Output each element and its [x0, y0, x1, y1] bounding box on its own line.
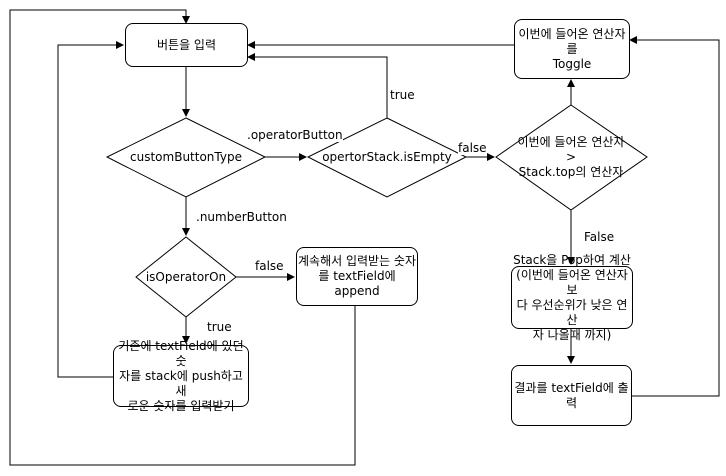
input-button-node: 버튼을 입력: [125, 23, 248, 67]
operator-button-edge-label: .operatorButton: [247, 128, 343, 142]
append-text-node: 계속해서 입력받는 숫자 를 textField에 append: [296, 247, 418, 306]
edge-append-loop: [9, 9, 356, 466]
edge-push-loop: [57, 41, 124, 378]
operator-on-true-label: true: [207, 320, 232, 334]
operator-on-false-label: false: [255, 259, 284, 273]
push-stack-node: 기존에 textField에 있던 숫 자를 stack에 push하고 새 로…: [113, 339, 249, 413]
stack-empty-true-label: true: [390, 88, 415, 102]
pop-compute-node: Stack을 Pop하여 계산 (이번에 들어온 연산자보 다 우선순위가 낮은…: [511, 253, 633, 342]
edge-stack-empty-true: [247, 53, 388, 118]
compare-false-label: False: [584, 230, 615, 244]
edge-print-loop: [629, 36, 720, 397]
toggle-operator-node: 이번에 들어온 연산자를 Toggle: [514, 19, 630, 79]
operator-stack-empty-label: opertorStack.isEmpty: [322, 149, 452, 164]
number-button-edge-label: .numberButton: [196, 210, 287, 224]
stack-empty-false-label: false: [458, 141, 487, 155]
is-operator-on-label: isOperatorOn: [145, 269, 227, 284]
custom-button-type-label: customButtonType: [130, 149, 242, 164]
operator-compare-label: 이번에 들어온 연산자 > Stack.top의 연산자: [517, 134, 625, 179]
print-result-node: 결과를 textField에 출력: [511, 365, 632, 426]
operator-stack-empty-diamond: [306, 117, 468, 198]
